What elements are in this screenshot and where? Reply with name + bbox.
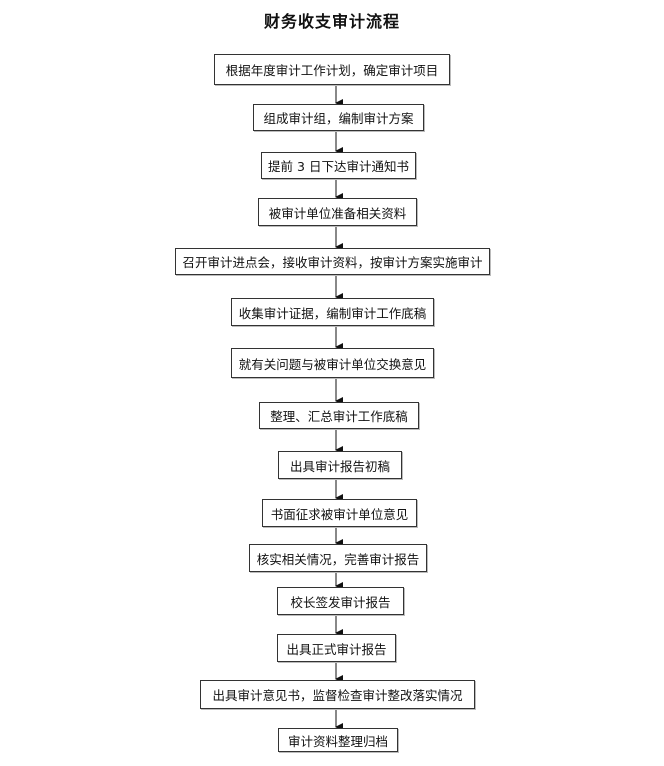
step-10-label: 书面征求被审计单位意见 [270,506,409,522]
step-8-label: 整理、汇总审计工作底稿 [270,409,408,424]
step-6-box: 收集审计证据，编制审计工作底稿 [231,298,434,326]
step-12-box: 校长签发审计报告 [277,587,404,615]
step-11-box: 核实相关情况，完善审计报告 [249,544,427,572]
step-1-box: 根据年度审计工作计划，确定审计项目 [214,54,450,85]
step-8-box: 整理、汇总审计工作底稿 [259,402,419,429]
flowchart-title: 财务收支审计流程 [263,12,400,31]
step-3-label: 提前 3 日下达审计通知书 [268,159,409,174]
step-5-box: 召开审计进点会，接收审计资料，按审计方案实施审计 [175,248,490,275]
step-15-box: 审计资料整理归档 [278,728,398,752]
step-7-box: 就有关问题与被审计单位交换意见 [231,348,434,378]
step-9-box: 出具审计报告初稿 [278,451,402,479]
step-13-label: 出具正式审计报告 [286,641,387,657]
step-9-label: 出具审计报告初稿 [289,458,390,474]
step-14-label: 出具审计意见书，监督检查审计整改落实情况 [212,688,463,703]
step-13-box: 出具正式审计报告 [277,634,396,662]
step-11-label: 核实相关情况，完善审计报告 [256,551,420,567]
step-15-label: 审计资料整理归档 [287,733,388,749]
step-5-label: 召开审计进点会，接收审计资料，按审计方案实施审计 [182,255,483,270]
step-1-label: 根据年度审计工作计划，确定审计项目 [225,63,439,78]
step-2-label: 组成审计组，编制审计方案 [263,111,414,126]
step-3-box: 提前 3 日下达审计通知书 [261,152,416,179]
step-4-box: 被审计单位准备相关资料 [258,198,417,226]
step-2-box: 组成审计组，编制审计方案 [253,104,424,131]
step-10-box: 书面征求被审计单位意见 [262,499,417,527]
step-7-label: 就有关问题与被审计单位交换意见 [238,356,427,372]
step-6-label: 收集审计证据，编制审计工作底稿 [238,305,427,321]
step-14-box: 出具审计意见书，监督检查审计整改落实情况 [200,680,475,709]
step-4-label: 被审计单位准备相关资料 [268,205,407,221]
step-12-label: 校长签发审计报告 [290,594,391,610]
